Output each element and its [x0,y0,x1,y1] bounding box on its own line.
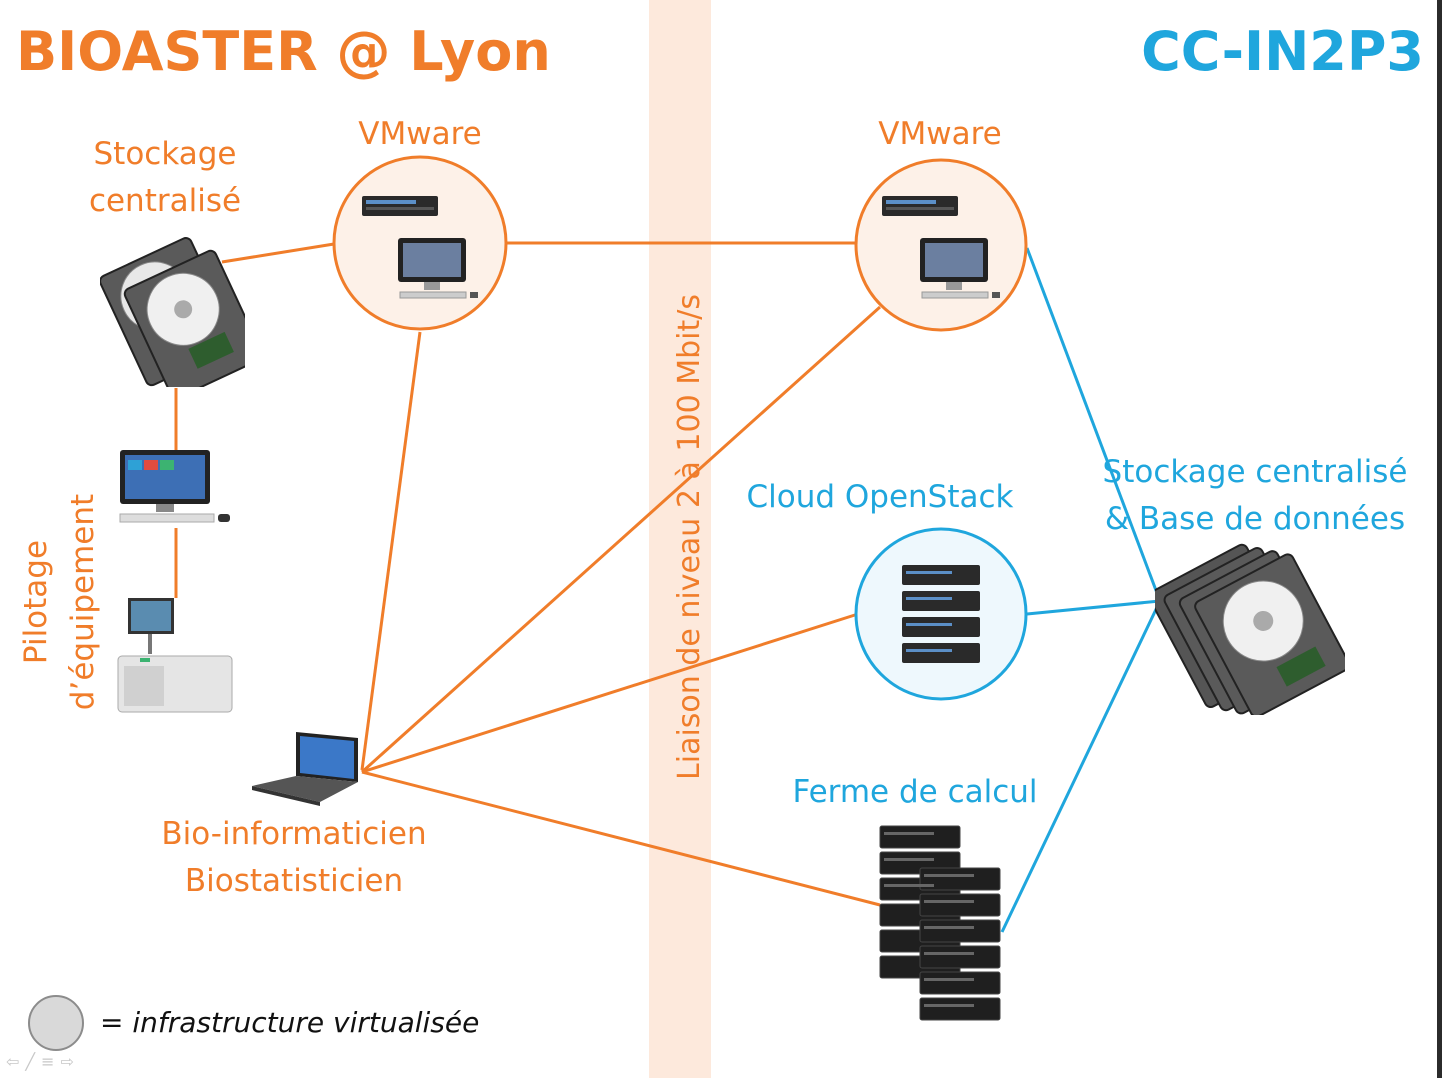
label-vmware-lyon: VMware [358,116,482,152]
legend-circle-icon [28,995,84,1051]
arrow-right-icon[interactable]: ⇨ [60,1052,80,1071]
slide-navigation: ⇦╱≡⇨ [6,1052,80,1071]
link-cloud-storage [1026,599,1161,616]
label-bioinfo: Bio-informaticien Biostatisticien [134,811,454,905]
link-vmware-ccin2p3-storage [1025,247,1162,602]
hard-drive-icon [100,237,245,387]
network-link-band [649,0,711,1078]
link-bioinfo-ferme [361,770,881,907]
cloud-circle [854,527,1028,701]
link-bioinfo-vmware-ccin2p3 [360,305,882,774]
label-liaison: Liaison de niveau 2 à 100 Mbit/s [672,294,707,780]
label-stockage-lyon-line1: Stockage [93,136,237,172]
label-vmware-ccin2p3: VMware [878,116,1002,152]
link-storage-vmware-lyon [221,242,335,264]
link-bioinfo-cloud [361,612,859,774]
label-ferme-de-calcul: Ferme de calcul [792,774,1038,810]
arrow-left-icon[interactable]: ⇦ [6,1052,26,1071]
link-ferme-storage [1000,600,1162,933]
menu-icon[interactable]: ≡ [41,1052,61,1071]
legend-text: = infrastructure virtualisée [100,1006,480,1039]
hard-drives-cluster-icon [1155,543,1345,715]
lab-instrument-icon [117,598,233,713]
label-bioinfo-line2: Biostatisticien [184,863,404,899]
pen-icon[interactable]: ╱ [25,1052,42,1071]
laptop-icon [252,732,358,806]
label-stockage-lyon: Stockage centralisé [70,131,260,225]
label-pilotage-line1: Pilotage [18,539,54,665]
server-icon [882,196,958,216]
label-stockage-ccin2p3-line2: & Base de données [1104,501,1406,537]
title-bioaster-lyon: BIOASTER @ Lyon [16,20,551,83]
compute-farm-icon [879,825,1001,1021]
link-vmware-lyon-bioinfo [360,331,422,771]
label-bioinfo-line1: Bio-informaticien [161,816,427,852]
right-edge-bar [1437,0,1442,1078]
label-pilotage: Pilotage d’équipement [13,482,107,722]
desktop-computer-icon [398,238,478,299]
all-in-one-pc-icon [119,450,230,523]
server-icon [362,196,438,216]
desktop-computer-icon [920,238,1000,299]
title-cc-in2p3: CC-IN2P3 [1141,20,1424,83]
label-stockage-lyon-line2: centralisé [88,183,242,219]
cloud-servers-icon [902,565,980,663]
label-pilotage-line2: d’équipement [65,493,101,711]
label-stockage-ccin2p3-line1: Stockage centralisé [1102,454,1408,490]
label-stockage-ccin2p3: Stockage centralisé & Base de données [1080,449,1430,543]
label-cloud-openstack: Cloud OpenStack [746,479,1014,515]
